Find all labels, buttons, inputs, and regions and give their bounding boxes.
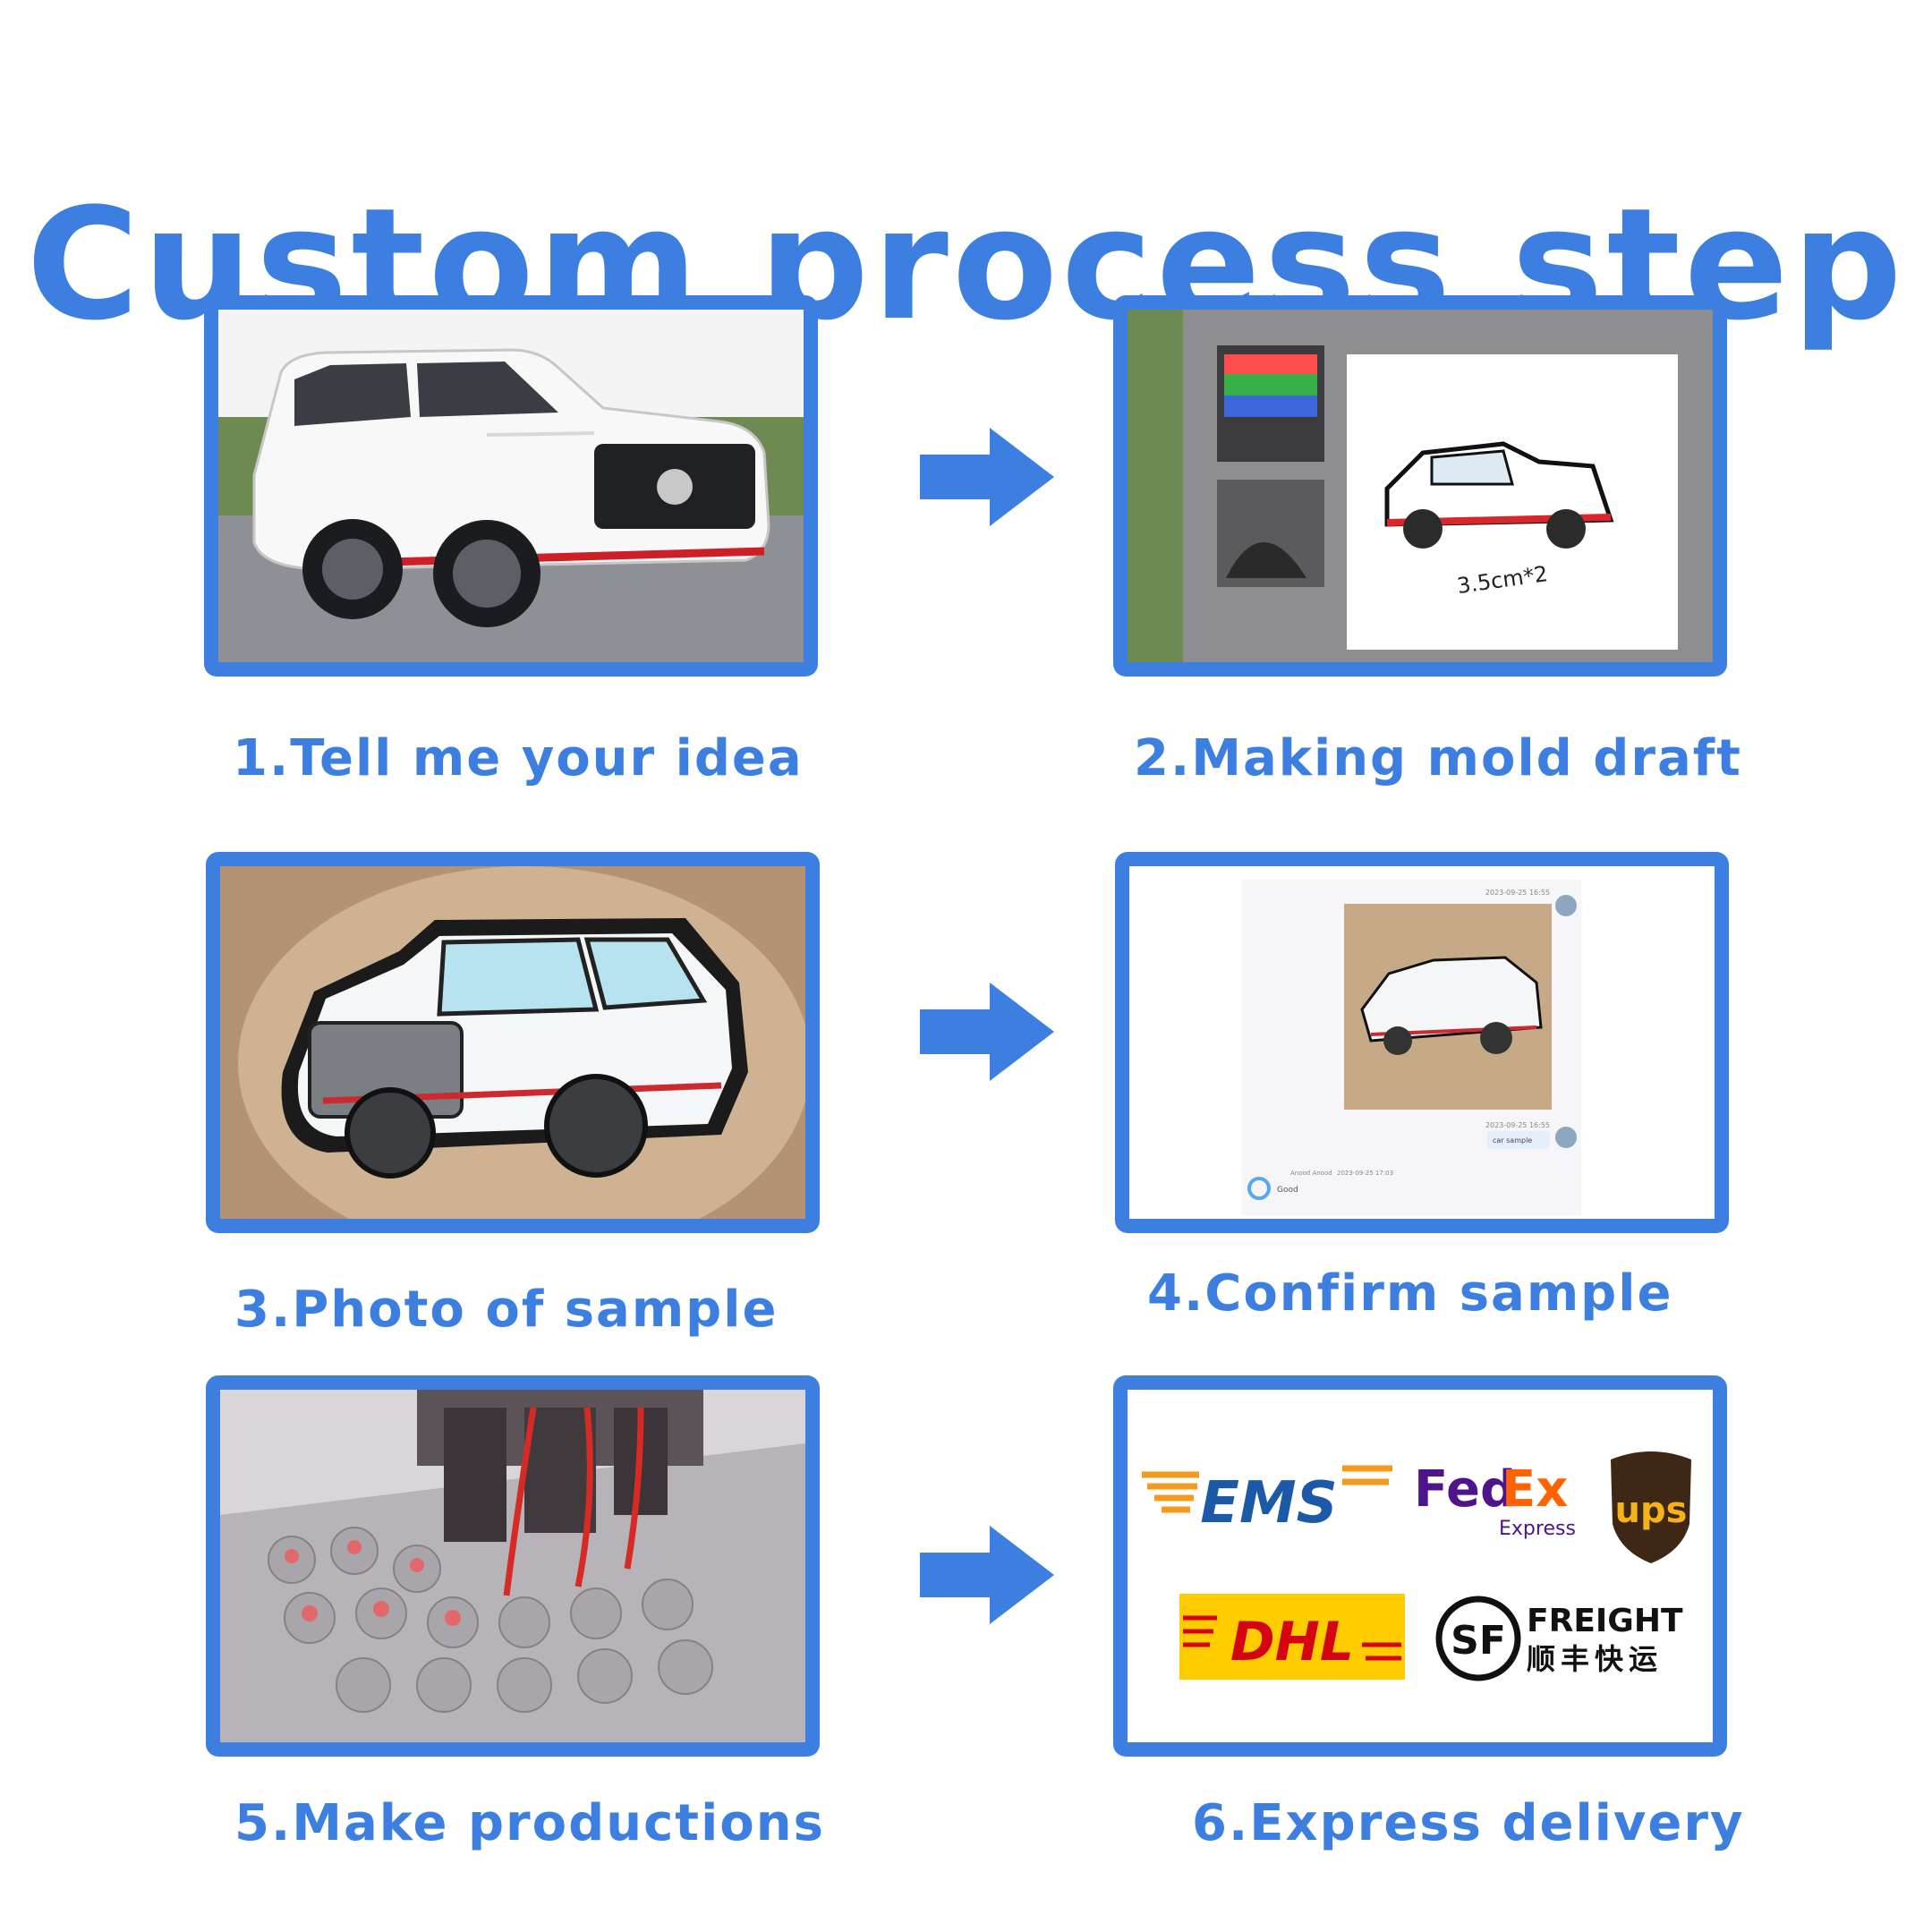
fedex-fed-text: Fed xyxy=(1414,1460,1516,1519)
arrow-right-icon xyxy=(920,428,1054,526)
chat-confirmation-screenshot: 2023-09-25 16:55 2023-09-25 16:55 car sa… xyxy=(1129,866,1715,1219)
sf-freight-logo: SF FREIGHT 顺丰快运 xyxy=(1435,1596,1683,1681)
ems-logo: EMS xyxy=(1142,1465,1392,1536)
step-1-image-panel xyxy=(204,295,818,677)
dhl-logo: DHL xyxy=(1179,1594,1405,1680)
step-2-label: 2.Making mold draft xyxy=(1134,729,1742,787)
step-5-image-panel xyxy=(206,1375,820,1757)
step-6-label: 6.Express delivery xyxy=(1192,1794,1745,1852)
step-1-label: 1.Tell me your idea xyxy=(233,729,804,787)
sf-chinese-text: 顺丰快运 xyxy=(1527,1642,1663,1676)
ems-text: EMS xyxy=(1200,1470,1338,1536)
avatar xyxy=(1247,1177,1271,1200)
chat-reply-name: Anood Anood xyxy=(1290,1170,1332,1177)
avatar xyxy=(1555,1127,1577,1148)
step-3-label: 3.Photo of sample xyxy=(234,1281,779,1339)
white-suv-photo xyxy=(218,310,804,662)
sf-mark-text: SF xyxy=(1451,1618,1506,1664)
chat-time-2: 2023-09-25 16:55 xyxy=(1485,1121,1550,1129)
dhl-text: DHL xyxy=(1230,1611,1354,1673)
sf-freight-text: FREIGHT xyxy=(1527,1603,1683,1639)
production-machine-photo xyxy=(220,1390,805,1742)
chat-reply-time: 2023-09-25 17:03 xyxy=(1337,1170,1393,1177)
avatar xyxy=(1555,895,1577,916)
step-2-image-panel: 3.5cm*2 xyxy=(1113,295,1727,677)
step-5-label: 5.Make productions xyxy=(234,1794,825,1852)
carrier-logos: EMS Fed Ex Express ups DHL SF FREIGHT 顺丰… xyxy=(1128,1390,1713,1742)
ups-text: ups xyxy=(1615,1490,1688,1531)
fedex-express-text: Express xyxy=(1499,1518,1576,1540)
chat-reply-message: Good xyxy=(1277,1186,1298,1195)
fedex-logo: Fed Ex Express xyxy=(1414,1460,1576,1540)
step-3-image-panel xyxy=(206,852,820,1233)
chat-sent-message: car sample xyxy=(1493,1136,1532,1145)
step-4-image-panel: 2023-09-25 16:55 2023-09-25 16:55 car sa… xyxy=(1115,852,1729,1233)
sample-photo xyxy=(220,866,805,1219)
step-6-carriers-panel: EMS Fed Ex Express ups DHL SF FREIGHT 顺丰… xyxy=(1113,1375,1727,1757)
arrow-right-icon xyxy=(920,983,1054,1081)
chat-time-1: 2023-09-25 16:55 xyxy=(1485,889,1550,897)
mold-draft-screen: 3.5cm*2 xyxy=(1128,310,1713,662)
fedex-ex-text: Ex xyxy=(1502,1460,1568,1519)
arrow-right-icon xyxy=(920,1526,1054,1624)
step-4-label: 4.Confirm sample xyxy=(1147,1264,1673,1323)
ups-logo: ups xyxy=(1611,1451,1691,1563)
